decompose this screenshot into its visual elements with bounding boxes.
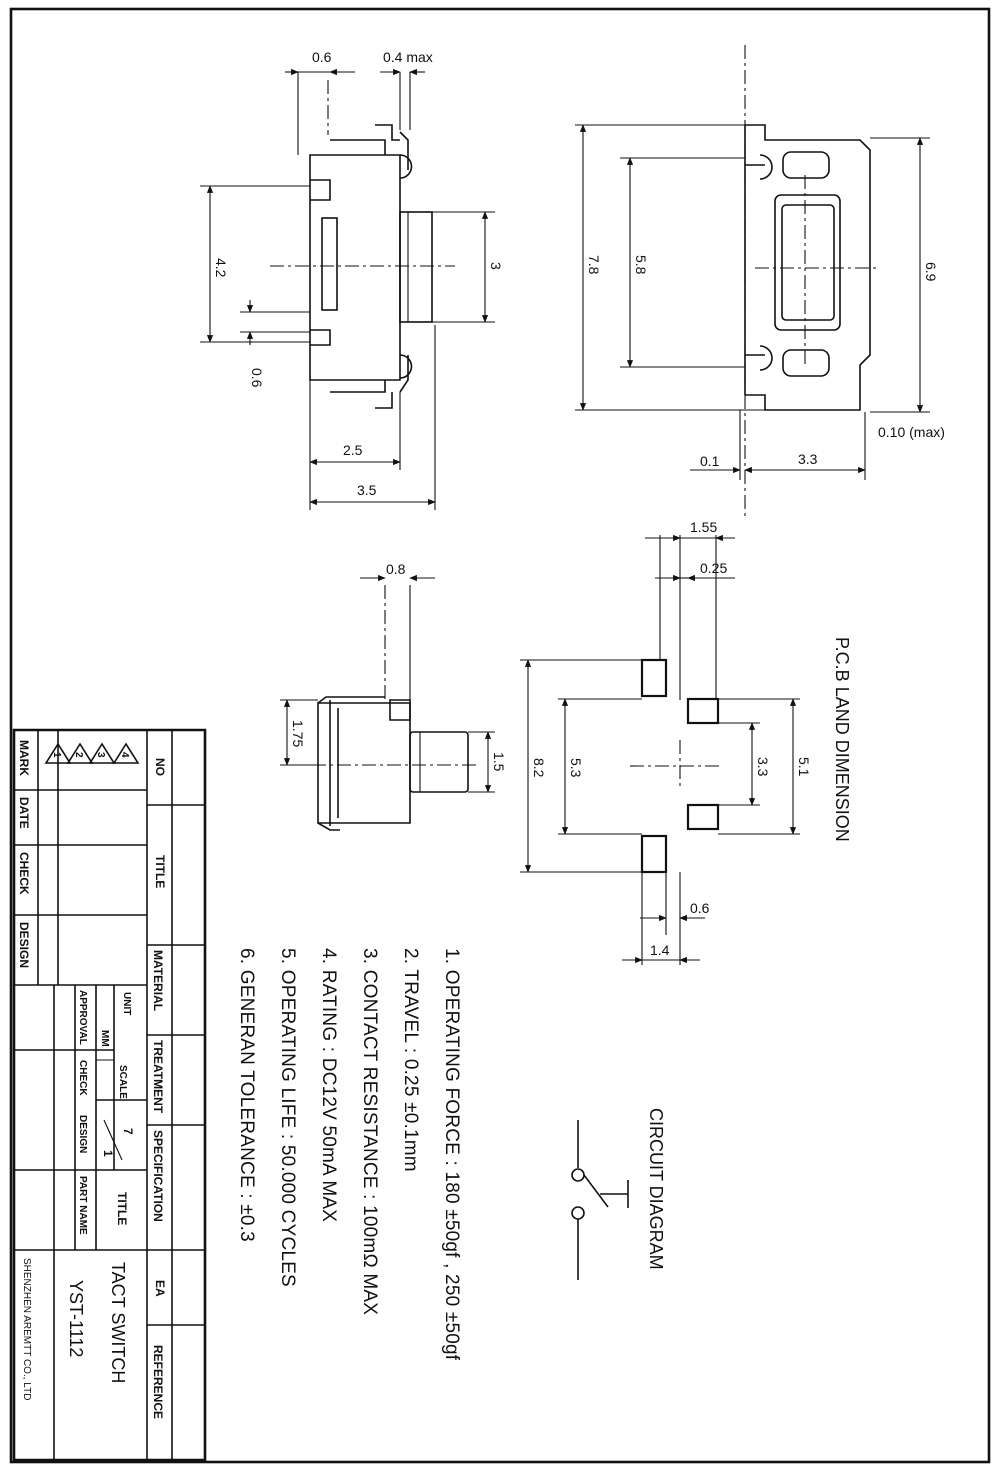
tb-scale-num: 7 (121, 1128, 135, 1135)
dim-pcb-1.55: 1.55 (690, 519, 717, 535)
title-block: NO TITLE MATERIAL TREATMENT SPECIFICATIO… (12, 728, 207, 1462)
note-travel: 2. TRAVEL : 0.25 ±0.1mm (400, 948, 421, 1172)
tb-treatment: TREATMENT (151, 1040, 165, 1114)
dim-pcb-0.6: 0.6 (690, 900, 710, 916)
tb-rev-4: 4 (119, 752, 130, 758)
tb-check: CHECK (17, 852, 31, 895)
dim-side-0.6-top: 0.6 (312, 49, 332, 65)
small-side-view: 0.8 1.75 1.5 (280, 561, 507, 831)
pcb-land-view: 1.55 0.25 8.2 5.3 3.3 5.1 0.6 1.4 P.C.B … (520, 519, 852, 965)
sheet-border (9, 7, 991, 1464)
side-view: 0.6 0.4 max 4.2 3 0.6 2.5 3.5 (200, 49, 504, 510)
dim-pcb-3.3: 3.3 (755, 757, 771, 777)
dim-pcb-8.2: 8.2 (531, 758, 547, 778)
circuit-title: CIRCUIT DIAGRAM (646, 1108, 666, 1270)
dim-top-0.10max: 0.10 (max) (878, 424, 945, 440)
tb-design: DESIGN (17, 922, 31, 968)
dim-pcb-5.3: 5.3 (568, 758, 584, 778)
tb-design-2: DESIGN (77, 1115, 88, 1153)
tb-check-2: CHECK (77, 1060, 88, 1096)
note-operating-force: 1. OPERATING FORCE : 180 ±50gf , 250 ±50… (441, 948, 462, 1361)
dim-side-3: 3 (488, 262, 504, 270)
tb-specification: SPECIFICATION (151, 1130, 165, 1222)
tb-scale-den: 1 (101, 1150, 115, 1157)
tb-title-column: TITLE (153, 855, 167, 888)
tb-rev-2: 2 (73, 752, 84, 758)
dim-side-2.5: 2.5 (343, 442, 363, 458)
tb-unit-value: MM (99, 1030, 110, 1047)
dim-pcb-5.1: 5.1 (796, 757, 812, 777)
dim-side-0.4max: 0.4 max (383, 49, 433, 65)
note-operating-life: 5. OPERATING LIFE : 50.000 CYCLES (277, 948, 298, 1287)
dim-pcb-1.4: 1.4 (650, 942, 670, 958)
tb-part-name-label: PART NAME (77, 1176, 88, 1235)
circuit-diagram: CIRCUIT DIAGRAM (571, 1108, 666, 1280)
tb-unit-label: UNIT (121, 992, 132, 1015)
dim-pcb-0.25: 0.25 (700, 560, 727, 576)
tb-part-name-value: YST-1112 (66, 1280, 86, 1357)
note-contact-resistance: 3. CONTACT RESISTANCE : 100mΩ MAX (359, 948, 380, 1315)
dim-small-0.8: 0.8 (386, 561, 406, 577)
tb-no: NO (153, 758, 167, 776)
notes: 1. OPERATING FORCE : 180 ±50gf , 250 ±50… (236, 948, 462, 1361)
tb-rev-3: 3 (95, 752, 106, 758)
top-view: 7.8 5.8 6.9 0.10 (max) 0.1 3.3 (575, 45, 945, 520)
tb-reference: REFERENCE (151, 1345, 165, 1419)
tb-approval: APPROVAL (77, 990, 88, 1045)
tb-title-label: TITLE (115, 1192, 129, 1225)
tb-scale-label: SCALE (117, 1065, 128, 1099)
tb-mark: MARK (17, 740, 31, 776)
dim-top-6.9: 6.9 (923, 262, 939, 282)
dim-top-7.8: 7.8 (586, 255, 602, 275)
dim-side-0.6-bottom: 0.6 (249, 368, 265, 388)
pcb-land-title: P.C.B LAND DIMENSION (832, 637, 852, 842)
dim-small-1.5: 1.5 (491, 752, 507, 772)
dim-side-3.5: 3.5 (357, 482, 377, 498)
tb-company: SHENZHEN AREMTT CO., LTD (21, 1258, 32, 1400)
tb-ea: EA (153, 1280, 167, 1297)
dim-top-0.1: 0.1 (700, 453, 720, 469)
tb-material: MATERIAL (151, 950, 165, 1011)
tb-date: DATE (17, 797, 31, 829)
note-tolerance: 6. GENERAN TOLERANCE : ±0.3 (236, 948, 257, 1242)
dim-side-4.2: 4.2 (213, 258, 229, 278)
tb-title-value: TACT SWITCH (108, 1262, 128, 1383)
dim-top-3.3: 3.3 (798, 451, 818, 467)
dim-small-1.75: 1.75 (290, 720, 306, 747)
tb-rev-1: 1 (51, 752, 62, 758)
note-rating: 4. RATING : DC12V 50mA MAX (318, 948, 339, 1222)
dim-top-5.8: 5.8 (633, 255, 649, 275)
